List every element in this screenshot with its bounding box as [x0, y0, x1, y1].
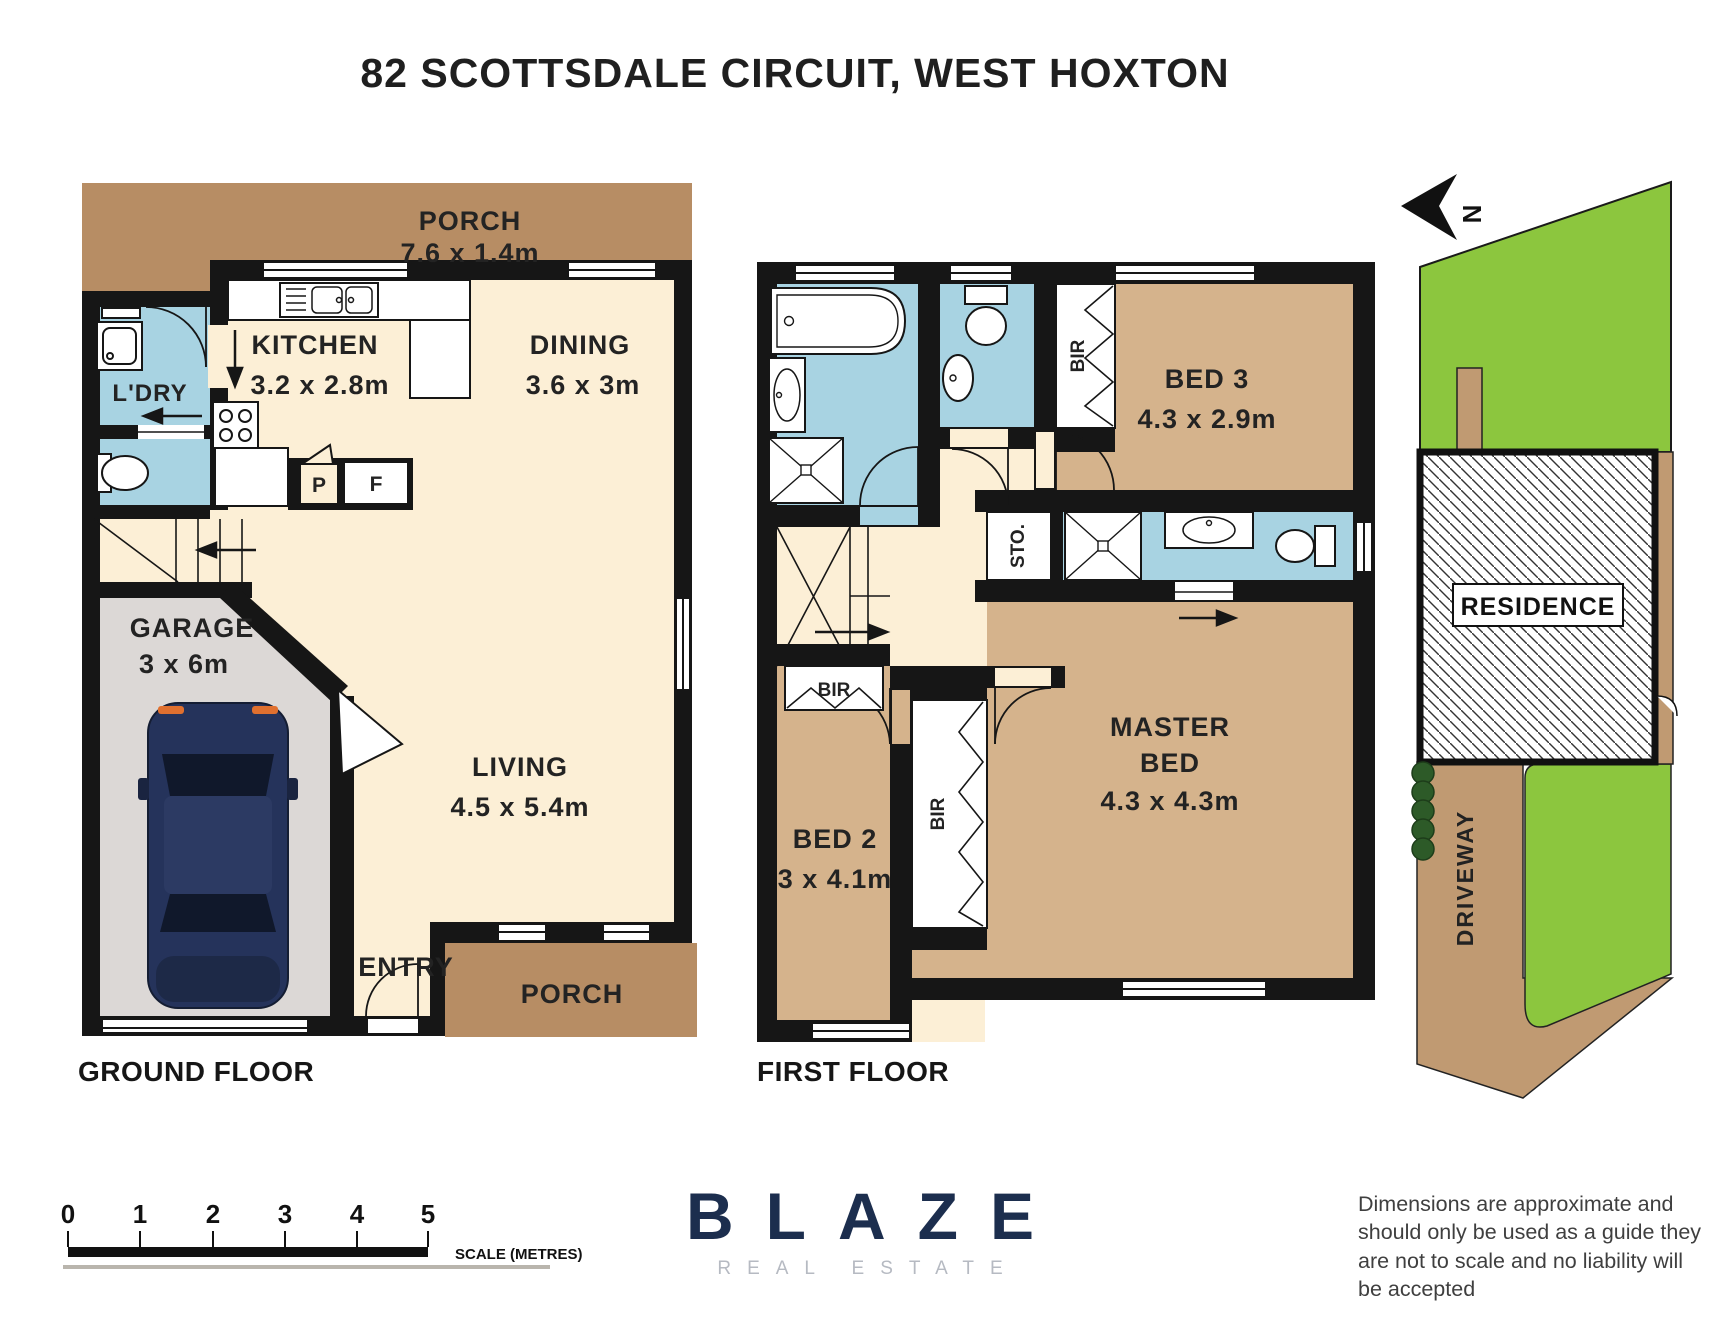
ff-windows [794, 264, 1373, 1040]
bath-vanity-icon [768, 357, 806, 433]
label-laundry: L'DRY [112, 380, 187, 407]
laundry-door [145, 306, 207, 368]
scale-underline [63, 1265, 550, 1269]
label-dining: DINING [530, 330, 631, 360]
ensuite-toilet-icon [1275, 525, 1336, 567]
room-porch-bottom [445, 943, 697, 1037]
residence-door [1656, 695, 1678, 717]
entry-door [365, 963, 419, 1017]
room-bed2 [777, 666, 890, 1020]
garage-door-wedge [336, 687, 404, 776]
ensuite-door-gap [1175, 582, 1233, 600]
storage-niche: STO. [986, 511, 1052, 581]
bir-bed3: BIR [1055, 283, 1116, 429]
scale-units-label: SCALE (METRES) [455, 1246, 583, 1263]
page-title: 82 SCOTTSDALE CIRCUIT, WEST HOXTON [360, 50, 1230, 96]
windows [101, 261, 691, 1034]
label-garage-dims: 3 x 6m [139, 649, 229, 679]
stairs-arrow-icon [194, 541, 256, 559]
site-plan: N RESIDENCE DRIVEWAY [1401, 174, 1678, 1099]
wc-basin-icon [942, 354, 974, 402]
bed3-door [1036, 431, 1115, 491]
scale-ticks: 0 1 2 3 4 5 [61, 1199, 435, 1229]
room-bed3 [1056, 284, 1353, 490]
svg-text:BIR: BIR [1068, 339, 1089, 372]
label-porch-top-dims: 7.6 x 1.4m [400, 238, 539, 268]
svg-text:2: 2 [206, 1199, 220, 1229]
laundry-arrow-icon [140, 407, 202, 425]
label-porch-top: PORCH [419, 206, 522, 236]
front-lawn [1524, 763, 1672, 1028]
svg-text:3: 3 [278, 1199, 292, 1229]
brand-logo: BLAZE REAL ESTATE [620, 1178, 1100, 1280]
kitchen-opening [208, 325, 230, 388]
kitchen-counter [227, 279, 471, 399]
ff-stairs-arrow-icon [815, 623, 891, 641]
label-living: LIVING [472, 752, 568, 782]
room-porch-top [82, 183, 692, 305]
label-kitchen-dims: 3.2 x 2.8m [250, 370, 389, 400]
svg-text:4: 4 [350, 1199, 365, 1229]
tree-icons [1411, 761, 1435, 861]
ff-stairs [776, 526, 890, 667]
bir-master: BIR [911, 699, 988, 929]
master-door [994, 668, 1052, 745]
ensuite-shower-icon [1064, 511, 1142, 581]
scale-bar-line [68, 1247, 428, 1257]
scale-bar: 0 1 2 3 4 5 SCALE (METRES) [61, 1199, 583, 1269]
stove-icon [212, 401, 289, 507]
label-fridge: F [370, 473, 383, 496]
bir-bed2: BIR [784, 665, 884, 711]
label-porch-bottom: PORCH [521, 979, 624, 1009]
label-living-dims: 4.5 x 5.4m [450, 792, 589, 822]
disclaimer-text: Dimensions are approximate and should on… [1358, 1192, 1702, 1302]
toilet-icon [96, 453, 149, 493]
residence-block: RESIDENCE [1416, 448, 1678, 766]
label-master-1: MASTER [1110, 712, 1230, 742]
svg-text:1: 1 [133, 1199, 147, 1229]
svg-text:0: 0 [61, 1199, 75, 1229]
driveway-label: DRIVEWAY [1452, 810, 1478, 947]
label-entry: ENTRY [358, 952, 454, 982]
ensuite-arrow-icon [1179, 609, 1239, 627]
label-master-dims: 4.3 x 4.3m [1100, 786, 1239, 816]
label-bed2: BED 2 [793, 824, 878, 854]
kitchen-entry-arrow-icon [226, 330, 244, 390]
label-master-2: BED [1140, 748, 1200, 778]
brand-name: BLAZE [686, 1179, 1066, 1253]
label-dining-dims: 3.6 x 3m [526, 370, 641, 400]
ff-walls [757, 262, 1375, 1042]
first-floor-caption: FIRST FLOOR [757, 1056, 950, 1087]
pantry-fridge [298, 443, 409, 505]
scale-tick-lines [67, 1231, 429, 1247]
svg-text:5: 5 [421, 1199, 435, 1229]
shower-icon [768, 437, 844, 504]
label-bed3: BED 3 [1165, 364, 1250, 394]
ground-floor-plan: PORCH 7.6 x 1.4m KITCHEN 3.2 x 2.8m DINI… [82, 183, 697, 1037]
label-bed3-dims: 4.3 x 2.9m [1137, 404, 1276, 434]
svg-text:STO.: STO. [1008, 524, 1029, 568]
bathroom-door [859, 446, 919, 525]
brand-tagline: REAL ESTATE [717, 1258, 1019, 1279]
north-arrow-icon: N [1401, 174, 1487, 240]
label-bed2-dims: 3 x 4.1m [778, 864, 893, 894]
car-icon [138, 702, 298, 1009]
svg-text:BIR: BIR [928, 797, 949, 830]
wc-door [950, 429, 1009, 506]
ground-floor-caption: GROUND FLOOR [78, 1056, 315, 1087]
ensuite-vanity-icon [1164, 511, 1254, 549]
laundry-sink-icon [96, 307, 143, 371]
wc-basin-tap [949, 374, 957, 382]
path-strip [1456, 367, 1483, 453]
label-pantry: P [312, 474, 326, 497]
label-kitchen: KITCHEN [252, 330, 379, 360]
wc-toilet-icon [964, 285, 1008, 346]
svg-text:BIR: BIR [818, 680, 851, 701]
residence-label: RESIDENCE [1461, 593, 1616, 621]
north-label: N [1457, 205, 1487, 224]
bathtub-icon [770, 287, 907, 355]
label-garage: GARAGE [130, 613, 255, 643]
first-floor-plan: BIR STO. [757, 262, 1375, 1042]
